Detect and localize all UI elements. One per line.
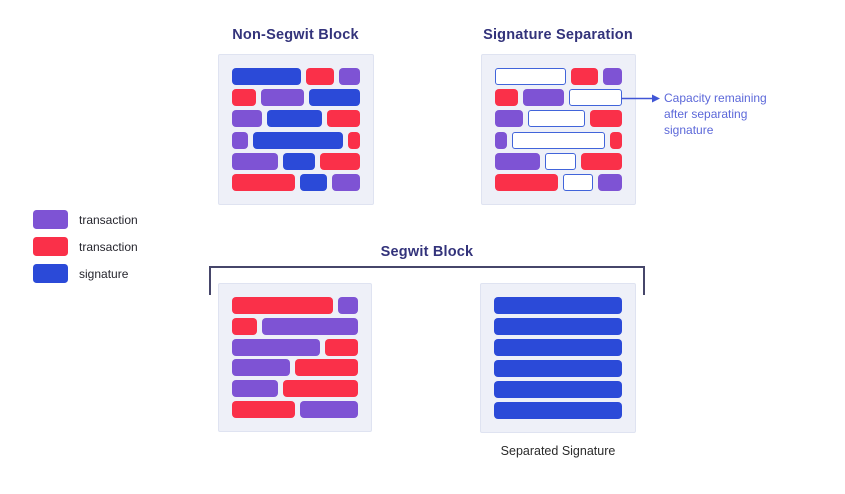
blue-bar [300,173,328,191]
non-segwit-block-title: Non-Segwit Block [232,27,359,43]
purple-bar [603,68,622,85]
block-row [232,317,358,335]
blue-bar [282,152,316,170]
block-row [232,89,360,107]
legend-label: transaction [79,212,138,227]
purple-bar [232,131,248,149]
freed-capacity-bar [511,131,606,149]
freed-capacity-bar [569,89,622,107]
red-bar [610,131,622,149]
purple-bar [495,110,524,128]
annotation-arrow-icon [621,94,660,103]
signature-separation-title: Signature Separation [483,27,633,43]
red-bar [580,152,622,170]
block-row [494,297,622,314]
purple-bar [261,317,358,335]
red-bar [324,338,358,356]
block-row [495,89,622,107]
blue-bar [309,89,360,107]
block-row [232,68,360,85]
purple-bar [232,110,262,128]
blue-bar [494,360,622,377]
block-row [495,173,622,191]
block-row [495,68,622,85]
red-swatch [33,237,68,256]
separated-signature-block [480,283,636,433]
red-bar [294,359,358,377]
purple-bar [261,89,305,107]
blue-bar [494,402,622,419]
purple-bar [338,297,358,314]
purple-bar [495,152,540,170]
legend-item-signature-blue: signature [33,264,138,283]
freed-capacity-bar [544,152,576,170]
block-row [495,110,622,128]
signature-separation-block [481,54,636,205]
purple-bar [332,173,360,191]
red-bar [495,173,559,191]
legend-label: transaction [79,239,138,254]
legend-label: signature [79,266,129,281]
freed-capacity-bar [528,110,585,128]
capacity-annotation: Capacity remaining after separating sign… [664,91,767,138]
red-bar [232,173,296,191]
blue-bar [494,339,622,356]
legend: transaction transaction signature [33,210,138,283]
blue-bar [267,110,322,128]
red-bar [589,110,622,128]
freed-capacity-bar [495,68,566,85]
red-bar [495,89,519,107]
block-row [232,297,358,314]
red-bar [232,89,257,107]
red-bar [327,110,360,128]
block-row [232,380,358,398]
block-row [494,360,622,377]
block-row [494,402,622,419]
red-bar [348,131,360,149]
blue-bar [232,68,302,85]
block-row [232,110,360,128]
blue-bar [494,297,622,314]
purple-bar [232,152,278,170]
purple-bar [597,173,622,191]
non-segwit-block [218,54,374,205]
purple-bar [300,400,358,418]
legend-item-transaction-red: transaction [33,237,138,256]
segwit-transactions-block [218,283,372,432]
purple-bar [232,380,278,398]
red-bar [282,380,358,398]
red-bar [232,297,333,314]
block-row [232,359,358,377]
block-row [494,339,622,356]
segwit-block-title: Segwit Block [380,244,474,260]
purple-bar [339,68,360,85]
segwit-bracket [209,266,645,295]
purple-bar [232,338,320,356]
freed-capacity-bar [563,173,593,191]
purple-bar [495,131,507,149]
block-row [494,381,622,398]
separated-signature-caption: Separated Signature [500,444,616,458]
red-bar [232,317,257,335]
block-row [232,152,360,170]
blue-bar [252,131,344,149]
red-bar [232,400,295,418]
red-bar [571,68,599,85]
purple-swatch [33,210,68,229]
purple-bar [523,89,565,107]
block-row [495,152,622,170]
block-row [494,318,622,335]
block-row [232,400,358,418]
block-row [232,131,360,149]
block-row [232,173,360,191]
blue-swatch [33,264,68,283]
blue-bar [494,318,622,335]
block-row [495,131,622,149]
blue-bar [494,381,622,398]
legend-item-transaction-purple: transaction [33,210,138,229]
red-bar [306,68,335,85]
red-bar [320,152,360,170]
block-row [232,338,358,356]
purple-bar [232,359,290,377]
